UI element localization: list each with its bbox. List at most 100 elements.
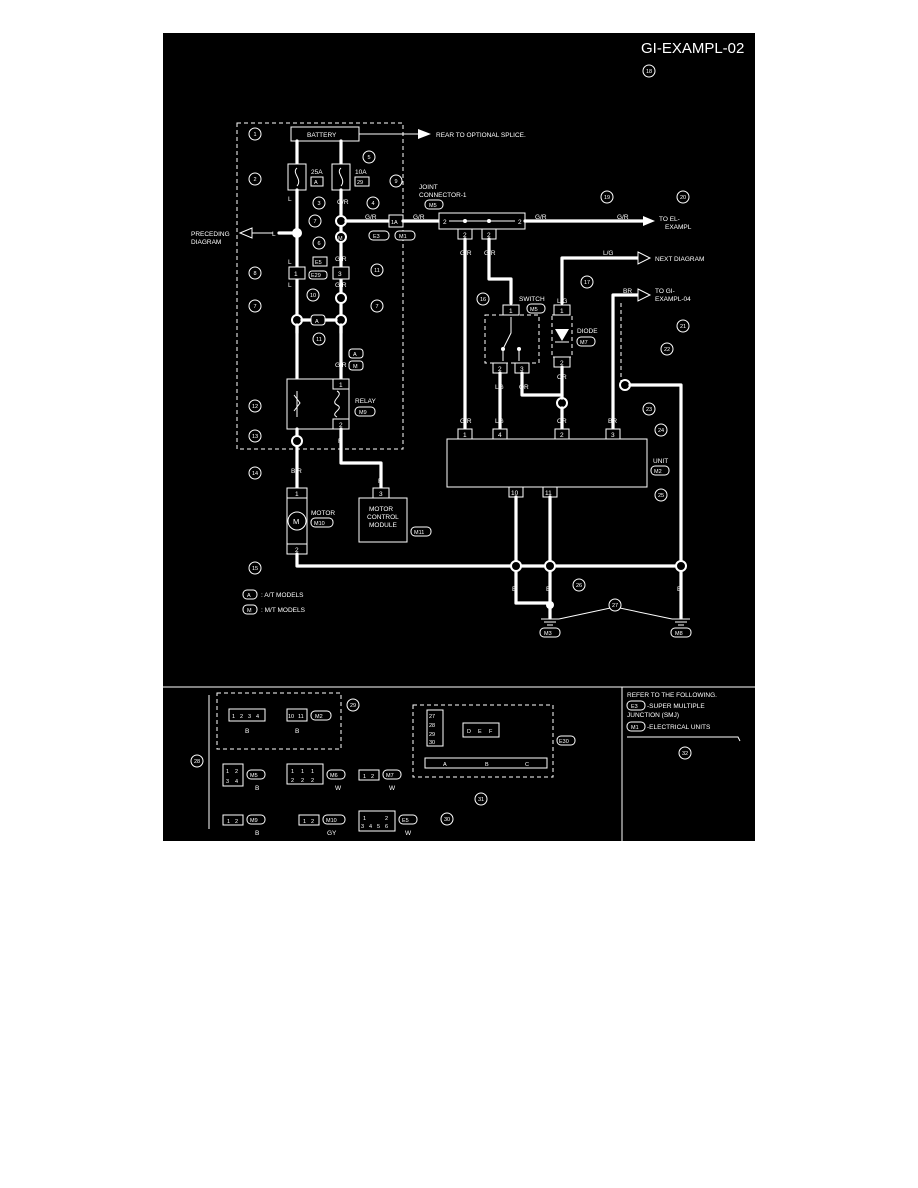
preceding-label-2: DIAGRAM bbox=[191, 239, 221, 246]
wire-label-gr-7: G/R bbox=[535, 214, 547, 221]
unit-pin-4 bbox=[492, 428, 508, 440]
m6-color: W bbox=[335, 785, 342, 792]
e5c-pin-1: 1 bbox=[363, 816, 366, 822]
wire-label-gr-9: G/R bbox=[460, 250, 472, 257]
legend-mt-models: : M/T MODELS bbox=[261, 607, 306, 614]
callout-31-label: 31 bbox=[478, 797, 484, 803]
diagram-title: GI-EXAMPL-02 bbox=[641, 40, 744, 57]
e5-tag bbox=[312, 256, 328, 267]
callout-1: 1 bbox=[248, 127, 262, 141]
to-el-label-2: EXAMPL bbox=[665, 224, 692, 231]
e5c-pin-2: 2 bbox=[385, 816, 388, 822]
e5-connector bbox=[358, 810, 396, 832]
fuse-10a-rating: 10A bbox=[355, 169, 367, 176]
diode-id-tag bbox=[576, 336, 596, 347]
ground-2-icon bbox=[672, 618, 690, 626]
wire-label-or-3: OR bbox=[557, 418, 567, 425]
legend-m1-text: -ELECTRICAL UNITS bbox=[647, 724, 711, 731]
m6-id-tag bbox=[326, 769, 346, 780]
callout-13: 13 bbox=[248, 429, 262, 443]
legend-m-tag bbox=[242, 604, 258, 615]
m6-pin-a: 1 bbox=[291, 769, 294, 775]
m7-connector bbox=[358, 769, 380, 781]
m7-id-tag bbox=[382, 769, 402, 780]
callout-31: 31 bbox=[474, 792, 488, 806]
wire-joint-switch bbox=[487, 237, 513, 305]
e5c-pin-3: 3 bbox=[361, 824, 364, 830]
callout-7a: 7 bbox=[308, 214, 322, 228]
e30-left-block bbox=[426, 709, 444, 747]
e30-pin-28: 28 bbox=[429, 723, 435, 729]
switch-contact-icon bbox=[502, 317, 520, 361]
unit-box bbox=[446, 438, 648, 488]
legend-m1-tag bbox=[626, 721, 646, 732]
wire-label-gr-10: G/R bbox=[460, 418, 472, 425]
joint-label-2: CONNECTOR-1 bbox=[419, 192, 467, 199]
wire-label-r: R bbox=[338, 438, 343, 445]
m5-pin-2: 2 bbox=[235, 769, 238, 775]
m6-pin-d: 2 bbox=[291, 778, 294, 784]
e30-connector-frame bbox=[412, 704, 554, 778]
to-gi-arrow-icon bbox=[637, 288, 652, 302]
wire-label-r-2: R bbox=[378, 478, 383, 485]
rear-arrow-icon bbox=[418, 129, 431, 139]
e5-pin-3-box bbox=[332, 266, 350, 280]
splice-gnd-1 bbox=[510, 560, 522, 572]
splice-m2 bbox=[335, 292, 347, 304]
wire-motor-ground bbox=[295, 552, 683, 568]
unit-pin-1 bbox=[457, 428, 473, 440]
wire-label-b-2: B bbox=[546, 586, 550, 593]
joint-pin-2c: 2 bbox=[463, 232, 467, 239]
callout-27-label: 27 bbox=[612, 603, 618, 609]
module-id-tag bbox=[410, 526, 432, 537]
wire-label-or-2: OR bbox=[557, 374, 567, 381]
callout-23-label: 23 bbox=[646, 407, 652, 413]
fuse-25a-tag bbox=[310, 176, 324, 187]
callout-13-label: 13 bbox=[252, 434, 258, 440]
unit-label: UNIT bbox=[653, 458, 668, 465]
m5-connector bbox=[222, 763, 244, 787]
wire-label-gr-11: G/R bbox=[484, 250, 496, 257]
e30-abc-block bbox=[424, 757, 548, 769]
callout-18: 18 bbox=[642, 64, 656, 78]
to-el-arrow-icon bbox=[643, 216, 655, 226]
wire-shield-ground bbox=[628, 383, 683, 615]
wire-br bbox=[611, 293, 640, 430]
m6-pin-f: 2 bbox=[311, 778, 314, 784]
e30-pin-d: D bbox=[467, 729, 471, 735]
m2-connector-right bbox=[286, 708, 308, 722]
e3-tag-label: E3 bbox=[373, 234, 380, 240]
callout-11a: 11 bbox=[370, 263, 384, 277]
fuse-25a-icon bbox=[294, 167, 300, 187]
unit-pin-2-label: 2 bbox=[560, 432, 564, 439]
m6-id: M6 bbox=[330, 773, 338, 779]
switch-pin-2-label: 2 bbox=[498, 366, 502, 373]
callout-17: 17 bbox=[580, 275, 594, 289]
callout-4-label: 4 bbox=[371, 201, 374, 207]
callout-5-label: 5 bbox=[367, 155, 370, 161]
wire-label-lg-3: L/G bbox=[603, 250, 613, 257]
joint-pin-2a: 2 bbox=[443, 219, 447, 226]
callout-3: 3 bbox=[312, 196, 326, 210]
relay-id-tag bbox=[354, 406, 376, 417]
wire-label-br: B/R bbox=[291, 468, 302, 475]
callout-18-label: 18 bbox=[646, 69, 652, 75]
diode-pin-1-label: 1 bbox=[560, 308, 564, 315]
e30-pin-27: 27 bbox=[429, 714, 435, 720]
callout-21: 21 bbox=[676, 319, 690, 333]
m2-pin-10: 10 bbox=[288, 714, 294, 720]
callout-17-label: 17 bbox=[584, 280, 590, 286]
legend-e3-id: E3 bbox=[631, 704, 638, 710]
callout-24-label: 24 bbox=[658, 428, 664, 434]
preceding-arrow-icon bbox=[238, 227, 253, 239]
motor-icon bbox=[287, 511, 307, 531]
e5c-pin-4: 4 bbox=[369, 824, 372, 830]
callout-29: 29 bbox=[346, 698, 360, 712]
legend-bracket bbox=[627, 736, 741, 742]
motor-label: MOTOR bbox=[311, 510, 335, 517]
callout-15-label: 15 bbox=[252, 566, 258, 572]
legend-a-tag bbox=[242, 589, 258, 600]
wire-label-or: OR bbox=[519, 384, 529, 391]
joint-label-1: JOINT bbox=[419, 184, 438, 191]
m2-connector-left bbox=[228, 708, 266, 722]
